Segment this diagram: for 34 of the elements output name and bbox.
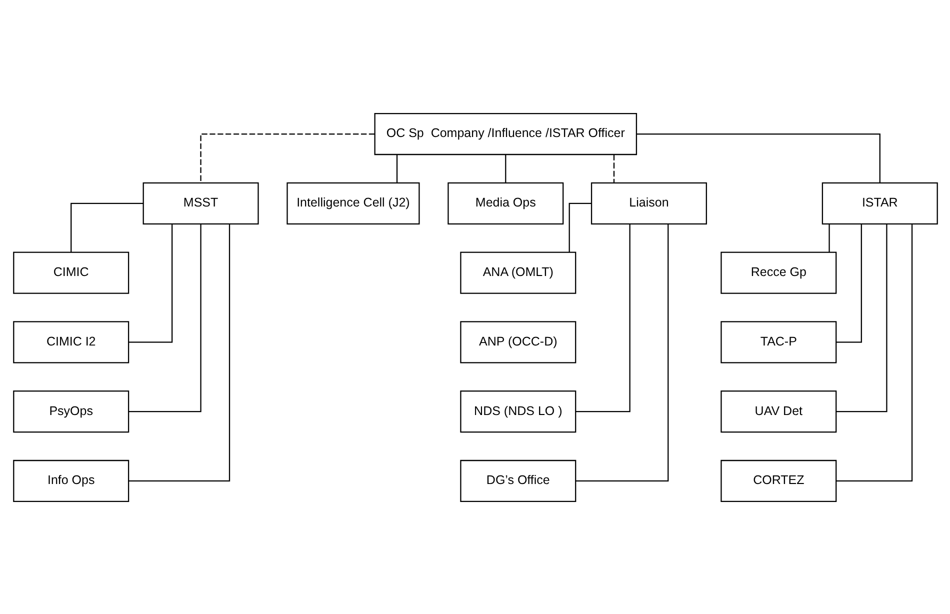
- connector: [828, 224, 830, 252]
- node-box: ISTAR: [821, 182, 938, 224]
- node-box: ANP (OCC-D): [460, 320, 576, 363]
- connector: [128, 224, 201, 412]
- connector: [575, 224, 630, 412]
- node-box: TAC-P: [720, 320, 836, 363]
- node-box: MSST: [142, 182, 258, 224]
- connector: [636, 132, 880, 182]
- node-box: Info Ops: [12, 459, 129, 502]
- connector: [568, 202, 592, 252]
- connector: [70, 202, 143, 252]
- node-box: Liaison: [590, 182, 706, 224]
- node-box: Recce Gp: [720, 251, 836, 294]
- connector: [396, 154, 398, 182]
- connector: [200, 132, 374, 182]
- node-box: CIMIC I2: [12, 320, 129, 363]
- node-box: Intelligence Cell (J2): [286, 182, 420, 224]
- node-box: OC Sp Company /Influence /ISTAR Officer: [374, 112, 637, 155]
- node-box: NDS (NDS LO ): [460, 390, 576, 432]
- node-box: Media Ops: [447, 182, 564, 224]
- connector: [128, 223, 172, 342]
- connector: [612, 154, 614, 182]
- node-box: ANA (OMLT): [460, 251, 576, 294]
- node-box: DG’s Office: [460, 459, 576, 502]
- connector: [504, 154, 506, 182]
- node-box: CORTEZ: [720, 459, 836, 502]
- connector: [575, 224, 668, 482]
- connector: [836, 223, 862, 342]
- node-box: UAV Det: [720, 390, 836, 432]
- connector: [836, 224, 912, 482]
- node-box: PsyOps: [12, 390, 129, 432]
- node-box: CIMIC: [12, 251, 129, 294]
- connector: [128, 224, 230, 482]
- connector: [836, 224, 887, 412]
